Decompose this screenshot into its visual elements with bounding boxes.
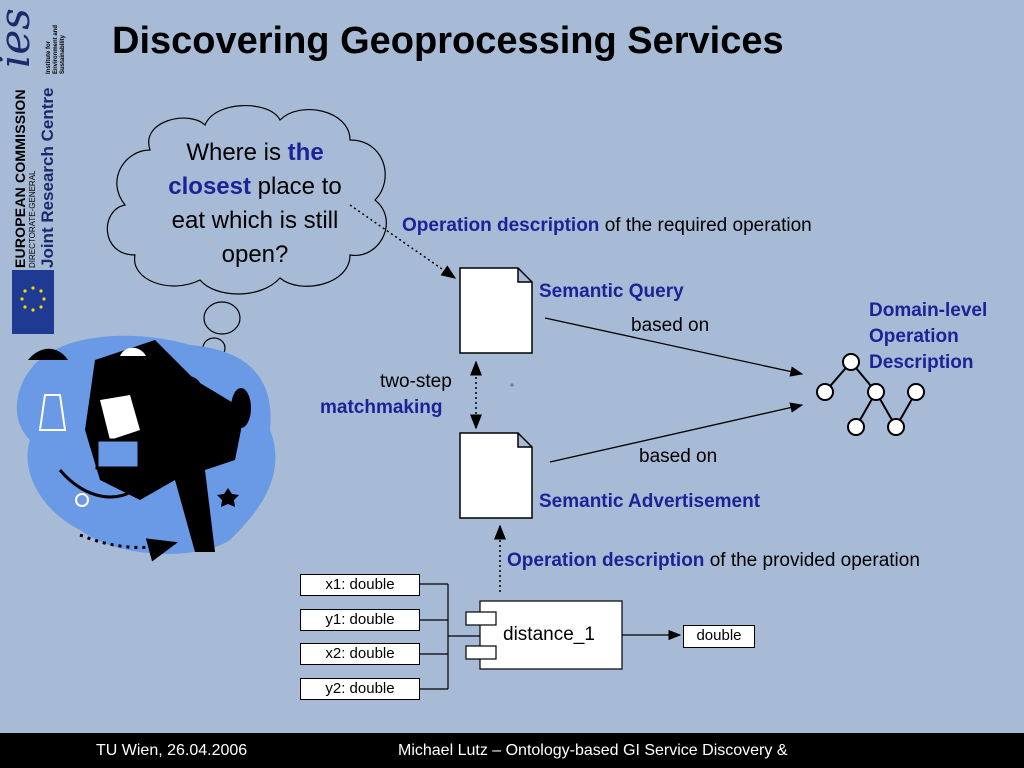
- domain-level-line-1: Domain-level: [869, 300, 988, 321]
- based-on-label-2: based on: [639, 446, 718, 467]
- provided-op-rest: of the provided operation: [704, 550, 920, 571]
- required-op-rest: of the required operation: [599, 215, 812, 236]
- bubble-text-part1: Where is: [186, 139, 288, 166]
- footer-bar: TU Wien, 26.04.2006 Michael Lutz – Ontol…: [0, 733, 1024, 768]
- semantic-query-document-icon: [459, 267, 533, 354]
- bubble-text-part3: place to eat which is still open?: [171, 173, 342, 268]
- input-param-x1: x1: double: [300, 574, 420, 596]
- domain-level-line-3: Description: [869, 352, 974, 373]
- output-param: double: [683, 625, 755, 648]
- operation-component-box: [465, 600, 623, 670]
- domain-level-description-label: Domain-level Operation Description: [869, 298, 987, 376]
- input-param-y2: y2: double: [300, 678, 420, 700]
- ontology-tree-icon: [816, 353, 925, 436]
- footer-right: Michael Lutz – Ontology-based GI Service…: [398, 742, 788, 759]
- matchmaking-label: matchmaking: [320, 397, 443, 418]
- required-op-bold: Operation description: [402, 215, 600, 236]
- semantic-query-label: Semantic Query: [539, 281, 684, 302]
- input-param-y1: y1: double: [300, 609, 420, 631]
- provided-operation-label: Operation description of the provided op…: [507, 550, 920, 572]
- bubble-text-emphasis: the closest: [168, 139, 324, 200]
- required-operation-label: Operation description of the required op…: [402, 215, 812, 237]
- domain-level-line-2: Operation: [869, 326, 959, 347]
- input-param-x2: x2: double: [300, 643, 420, 665]
- thought-bubble-text: Where is the closest place to eat which …: [150, 136, 360, 272]
- eu-flag-icon: [12, 270, 54, 334]
- slide-title: Discovering Geoprocessing Services: [112, 20, 784, 62]
- thinking-figure-illustration: [16, 335, 276, 562]
- sidebar-branding: ies Institute for Environment and Sustai…: [0, 0, 70, 740]
- semantic-advertisement-document-icon: [459, 432, 533, 519]
- based-on-label-1: based on: [631, 315, 710, 336]
- footer-left: TU Wien, 26.04.2006: [96, 742, 248, 759]
- semantic-advertisement-label: Semantic Advertisement: [539, 491, 761, 512]
- two-step-label: two-step: [380, 371, 452, 392]
- provided-op-bold: Operation description: [507, 550, 705, 571]
- diagram-canvas: [16, 104, 925, 690]
- operation-name: distance_1: [503, 624, 595, 645]
